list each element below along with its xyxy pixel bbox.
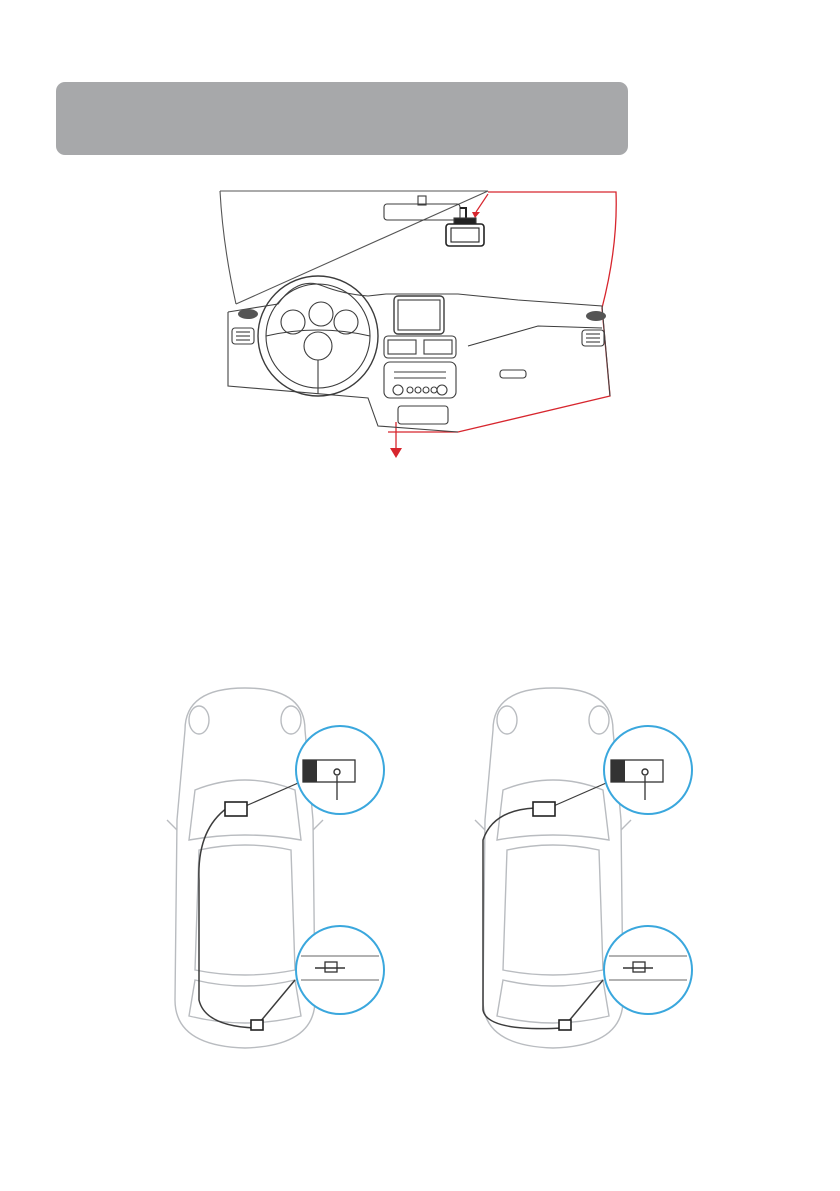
dash-camera: [446, 224, 484, 246]
car-body-outline: [175, 688, 315, 1048]
car-top-view-routing-diagram-left: [155, 680, 385, 1060]
center-screen: [394, 296, 444, 334]
rear-view-mirror: [384, 204, 460, 220]
dashboard-cable-routing-diagram: [218, 186, 628, 466]
windshield-outline: [220, 191, 488, 304]
zoom-circle-rear: [296, 926, 384, 1014]
zoom-circle-rear: [604, 926, 692, 1014]
car-top-view-routing-diagram-right: [463, 680, 693, 1060]
front-camera-icon: [225, 802, 247, 816]
rear-cable-route: [199, 808, 295, 1028]
rear-camera-icon: [251, 1020, 263, 1030]
section-header-banner: [56, 82, 628, 155]
front-camera-icon: [533, 802, 555, 816]
power-cable-route: [388, 192, 616, 432]
rear-camera-icon: [559, 1020, 571, 1030]
car-body-outline: [483, 688, 623, 1048]
arrow-down-icon: [390, 448, 402, 458]
